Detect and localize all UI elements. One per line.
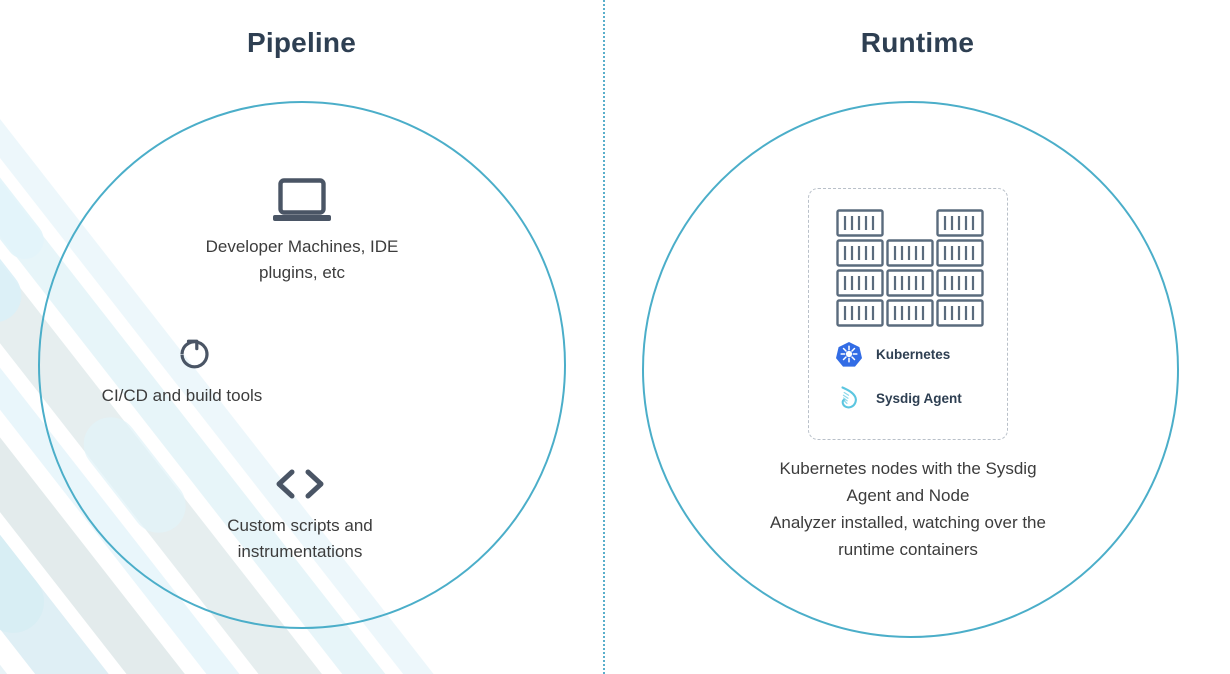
pipeline-item-developer-machines-caption: Developer Machines, IDE plugins, etc [205, 237, 399, 282]
container-stack-icon [836, 209, 984, 327]
kubernetes-node-box: Kubernetes Sysdig Agent [808, 188, 1008, 440]
pipeline-circle [38, 101, 566, 629]
code-brackets-icon [150, 465, 450, 503]
sysdig-icon [836, 385, 862, 411]
section-divider [603, 0, 605, 674]
infinity-loop-icon [32, 335, 332, 373]
kubernetes-icon [836, 341, 862, 367]
pipeline-item-cicd-caption: CI/CD and build tools [101, 386, 263, 405]
pipeline-item-custom-scripts-caption: Custom scripts and instrumentations [227, 516, 373, 561]
runtime-caption: Kubernetes nodes with the Sysdig Agent a… [770, 459, 1046, 559]
runtime-title: Runtime [860, 27, 975, 58]
runtime-panel: Runtime [605, 0, 1230, 674]
legend-row-kubernetes: Kubernetes [836, 341, 950, 367]
pipeline-panel: Pipeline Developer Machines, IDE plugins… [0, 0, 603, 674]
legend-label-kubernetes: Kubernetes [876, 346, 951, 362]
runtime-circle [642, 101, 1179, 638]
pipeline-title: Pipeline [247, 27, 356, 58]
pipeline-item-cicd: CI/CD and build tools [32, 335, 332, 409]
laptop-icon [152, 178, 452, 224]
pipeline-item-developer-machines: Developer Machines, IDE plugins, etc [152, 178, 452, 286]
pipeline-item-custom-scripts: Custom scripts and instrumentations [150, 465, 450, 565]
legend-label-sysdig-agent: Sysdig Agent [876, 390, 962, 406]
legend-row-sysdig-agent: Sysdig Agent [836, 385, 962, 411]
